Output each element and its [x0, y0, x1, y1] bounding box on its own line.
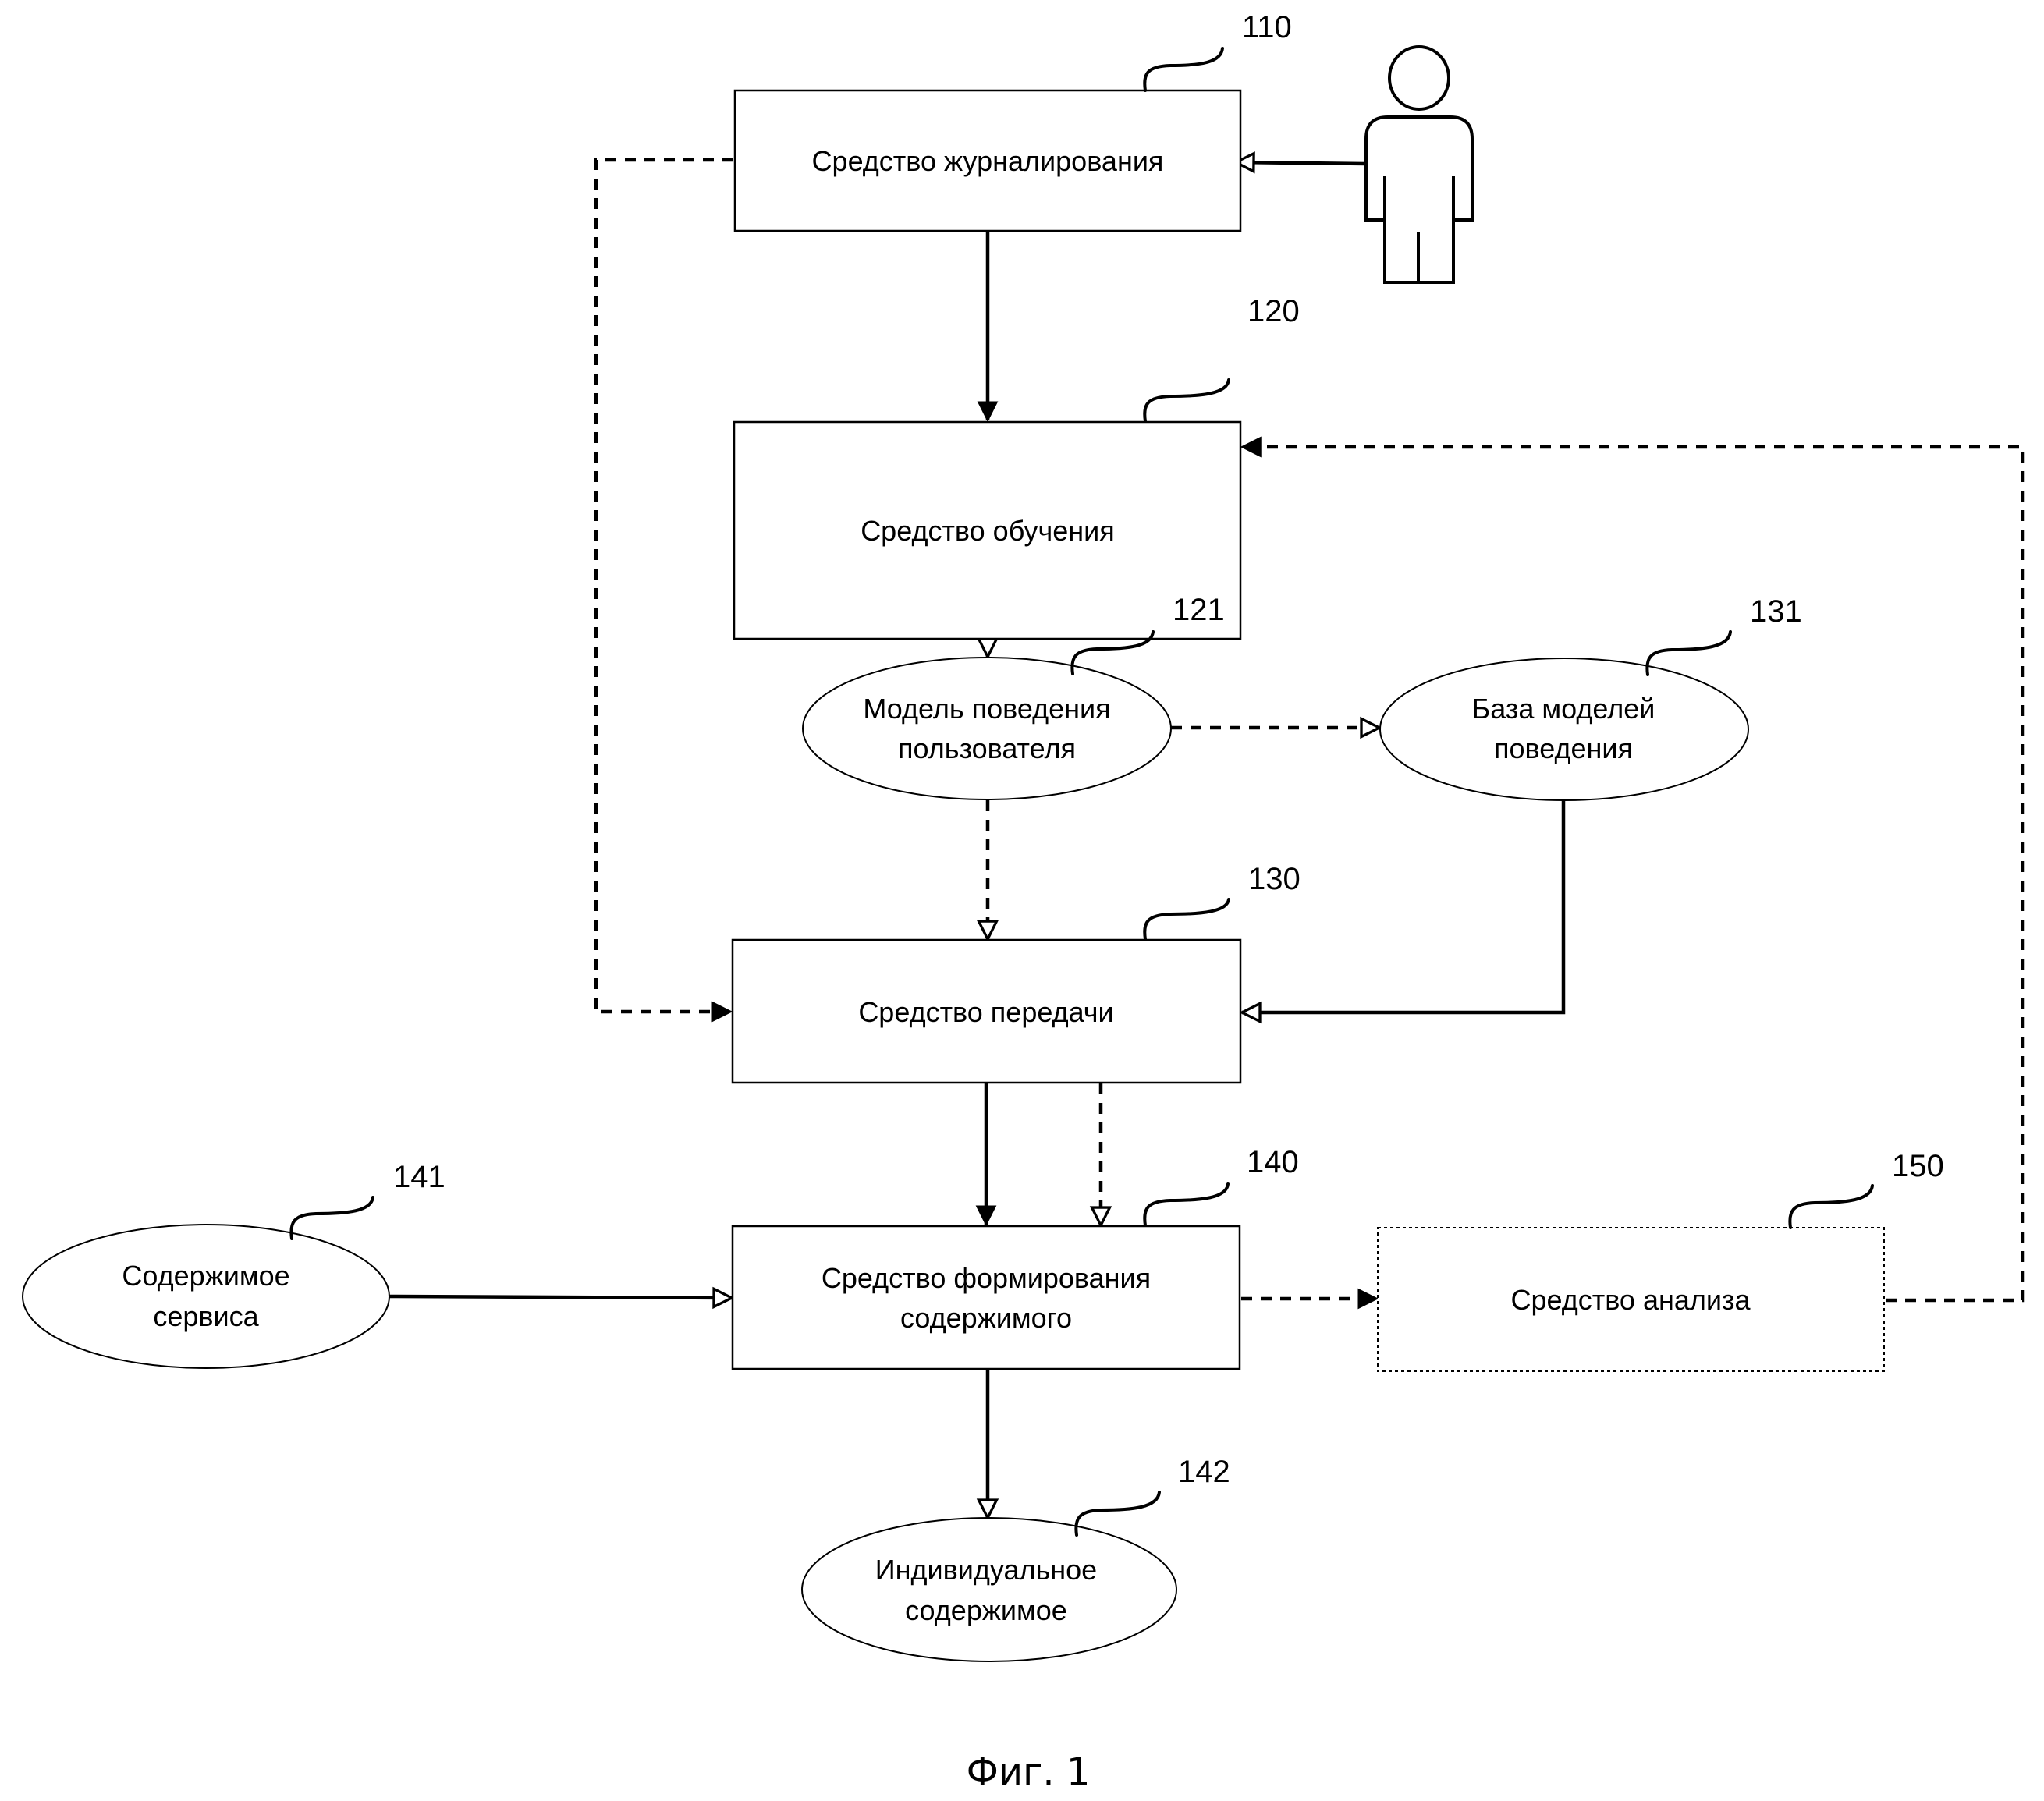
user-head — [1388, 45, 1450, 111]
node-150-label: Средство анализа — [1510, 1284, 1751, 1316]
node-141-label-line2: сервиса — [153, 1300, 259, 1332]
node-141-label-line1: Содержимое — [122, 1260, 289, 1292]
leader-131 — [1645, 630, 1732, 676]
node-110-label: Средство журналирования — [812, 145, 1164, 177]
ref-120: 120 — [1247, 294, 1300, 328]
node-141-ellipse — [22, 1224, 390, 1369]
ref-150: 150 — [1892, 1149, 1944, 1183]
node-130-box — [731, 938, 1242, 1084]
ref-110: 110 — [1242, 10, 1292, 44]
node-140-label-line1: Средство формирования — [822, 1262, 1151, 1294]
ref-121: 121 — [1173, 593, 1225, 627]
ref-140: 140 — [1247, 1145, 1299, 1179]
node-142-ellipse — [801, 1517, 1177, 1662]
edge-141-to-140 — [389, 1296, 732, 1298]
reference-labels: 110 120 121 131 130 140 141 142 150 — [289, 10, 1944, 1537]
edge-131-to-130 — [1242, 800, 1566, 1012]
node-110: Средство журналирования — [733, 89, 1242, 232]
node-140-box — [731, 1225, 1241, 1370]
node-121: Модель поведения пользователя — [802, 657, 1172, 800]
node-150: Средство анализа — [1377, 1227, 1885, 1372]
node-121-ellipse — [802, 657, 1172, 800]
node-141: Содержимое сервиса — [22, 1224, 390, 1369]
node-130-label: Средство передачи — [858, 996, 1113, 1028]
edge-150-to-120-dashed — [1240, 436, 2025, 1303]
leader-150 — [1788, 1184, 1874, 1229]
figure-caption: Фиг. 1 — [967, 1750, 1091, 1794]
ref-131: 131 — [1750, 594, 1802, 629]
node-110-box — [733, 89, 1242, 232]
node-150-box — [1377, 1227, 1885, 1372]
leader-120 — [1143, 378, 1230, 423]
node-120-label: Средство обучения — [861, 515, 1115, 547]
node-131-label-line2: поведения — [1494, 732, 1633, 764]
node-120-box — [733, 420, 1242, 640]
node-130: Средство передачи — [731, 938, 1242, 1084]
node-140: Средство формирования содержимого — [731, 1225, 1241, 1370]
edge-user-to-110 — [1236, 162, 1367, 164]
leader-142 — [1074, 1491, 1161, 1537]
node-121-label-line2: пользователя — [898, 732, 1076, 764]
leader-110 — [1143, 47, 1224, 92]
node-131: База моделей поведения — [1379, 658, 1749, 801]
edge-110-to-130-dashed — [594, 158, 733, 1023]
leader-140 — [1143, 1182, 1230, 1227]
node-140-label-line2: содержимого — [900, 1302, 1072, 1334]
node-142-label-line1: Индивидуальное — [875, 1554, 1097, 1586]
ref-142: 142 — [1178, 1455, 1230, 1489]
edges — [389, 158, 2025, 1518]
node-121-label-line1: Модель поведения — [863, 693, 1110, 725]
user-icon — [1364, 45, 1474, 284]
node-142-label-line2: содержимое — [905, 1594, 1067, 1626]
leader-121 — [1070, 630, 1155, 675]
ref-130: 130 — [1248, 862, 1301, 896]
node-142: Индивидуальное содержимое — [801, 1517, 1177, 1662]
ref-141: 141 — [393, 1160, 445, 1194]
node-120: Средство обучения — [733, 420, 1242, 640]
user-body — [1364, 115, 1474, 284]
leader-141 — [289, 1196, 374, 1240]
node-131-ellipse — [1379, 658, 1749, 801]
leader-130 — [1143, 898, 1230, 941]
node-131-label-line1: База моделей — [1472, 693, 1655, 725]
